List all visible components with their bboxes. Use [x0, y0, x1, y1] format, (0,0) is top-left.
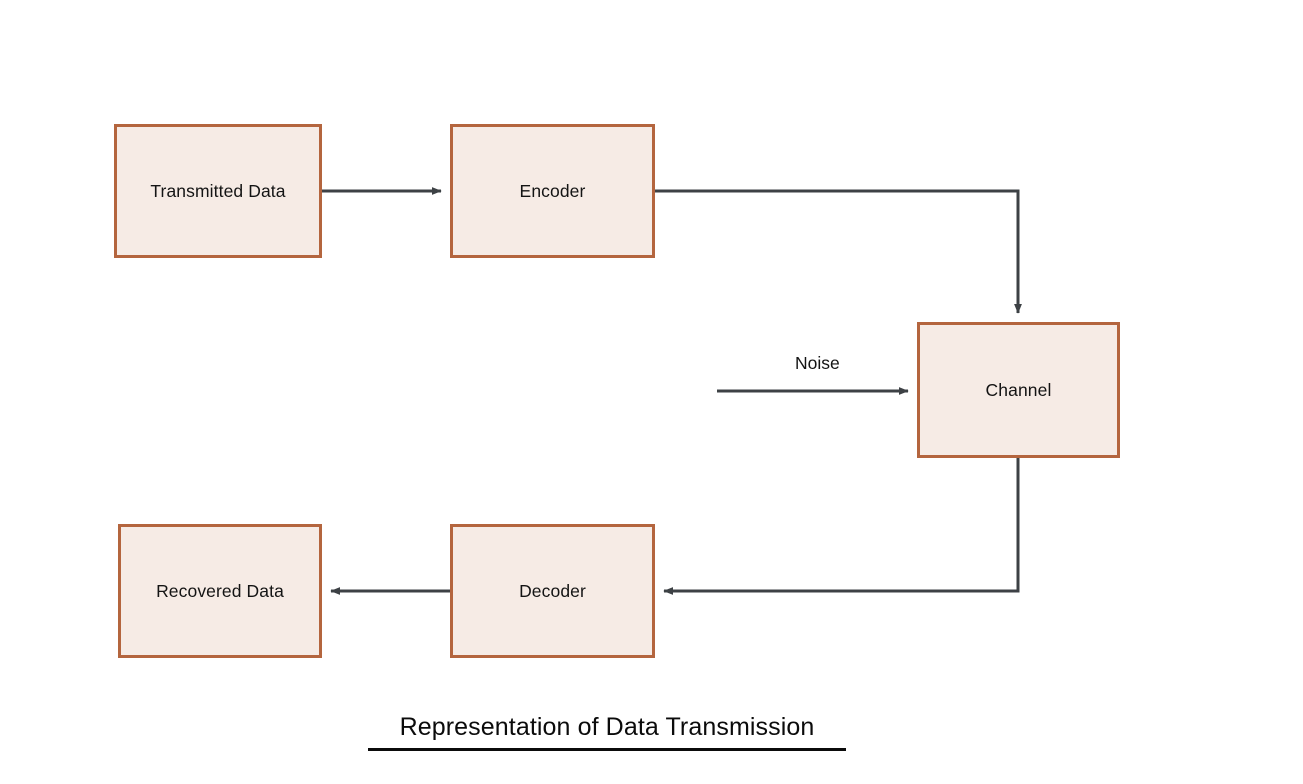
node-label-decoder: Decoder	[519, 580, 586, 601]
node-decoder[interactable]: Decoder	[450, 524, 655, 658]
diagram-caption: Representation of Data Transmission	[368, 712, 846, 751]
node-label-encoder: Encoder	[519, 180, 586, 201]
node-label-recovered-data: Recovered Data	[156, 580, 284, 601]
node-transmitted-data[interactable]: Transmitted Data	[114, 124, 322, 258]
edge-label-noise: Noise	[795, 353, 840, 373]
node-encoder[interactable]: Encoder	[450, 124, 655, 258]
node-channel[interactable]: Channel	[917, 322, 1120, 458]
connector-channel-to-decoder	[663, 458, 1020, 595]
caption-underline	[368, 748, 846, 751]
node-label-transmitted-data: Transmitted Data	[150, 180, 286, 201]
node-label-channel: Channel	[985, 379, 1052, 400]
caption-text: Representation of Data Transmission	[399, 713, 815, 741]
node-recovered-data[interactable]: Recovered Data	[118, 524, 322, 658]
connector-encoder-to-channel	[655, 189, 1022, 314]
